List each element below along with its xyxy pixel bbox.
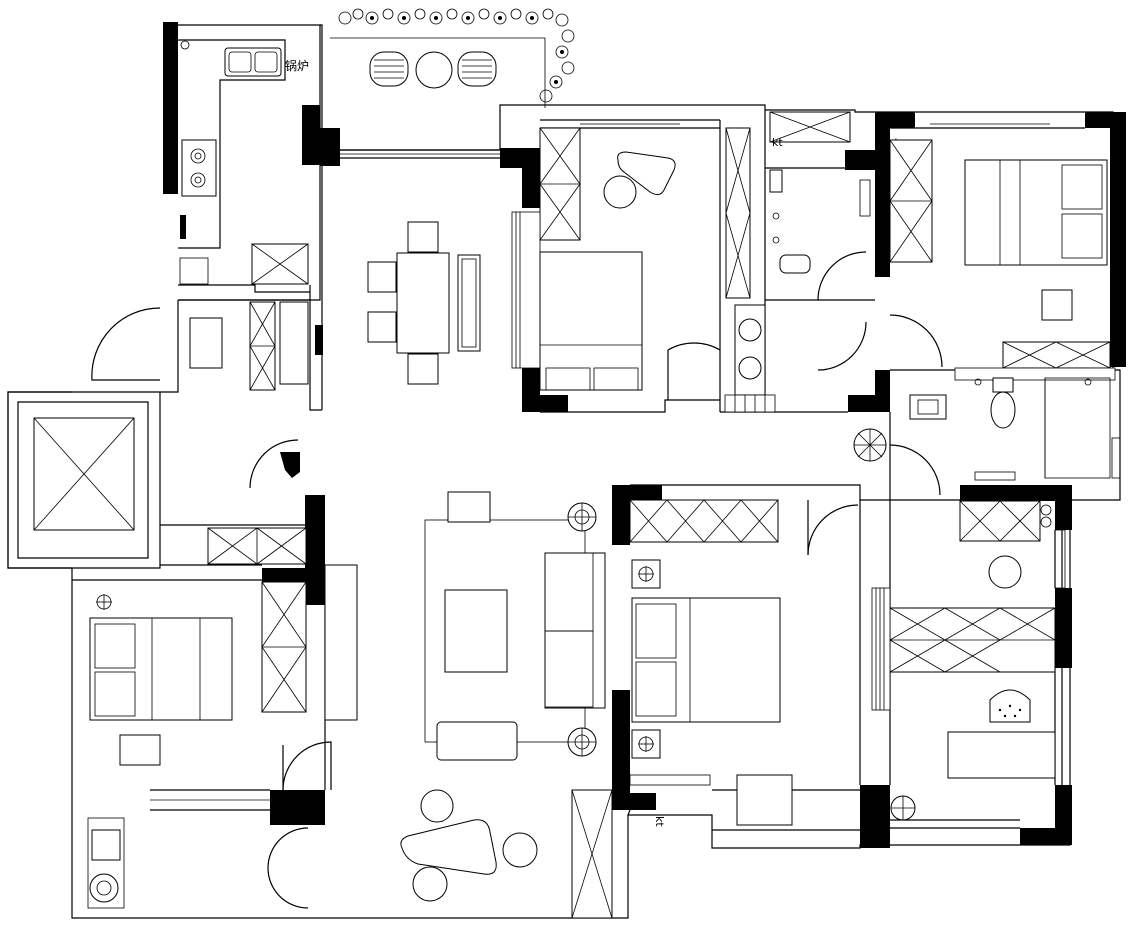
bed-tc bbox=[539, 251, 643, 391]
foyer-bench bbox=[189, 317, 223, 369]
long-cabinet-br bbox=[889, 607, 1056, 673]
sink-1 bbox=[738, 318, 762, 342]
bathroom-top: kt kt bbox=[724, 111, 899, 413]
interior-lines bbox=[72, 110, 1110, 831]
balcony-chair-right bbox=[457, 51, 497, 87]
armchair-br bbox=[989, 689, 1031, 723]
ottoman bbox=[436, 721, 518, 761]
balcony-plants bbox=[330, 8, 575, 108]
wardrobe-tc-right bbox=[725, 127, 751, 299]
wardrobe-master bbox=[889, 139, 933, 263]
balcony-round-table bbox=[415, 51, 453, 89]
kitchen: 锅炉 bbox=[178, 39, 309, 285]
sofa bbox=[544, 552, 606, 709]
tv-unit bbox=[324, 564, 358, 721]
nightstand-lamp-left bbox=[96, 594, 112, 610]
master-sink bbox=[909, 394, 947, 420]
washing-machine bbox=[89, 873, 119, 903]
dining-table bbox=[396, 252, 450, 354]
tea-area bbox=[400, 789, 613, 919]
master-toilet bbox=[990, 377, 1016, 429]
bed-bc bbox=[631, 597, 781, 723]
wardrobe-left bbox=[261, 581, 307, 713]
balcony-chair-left bbox=[369, 51, 409, 87]
sideboard bbox=[457, 254, 481, 352]
nightstand-bc-top bbox=[631, 559, 661, 589]
study-room bbox=[871, 500, 1066, 821]
triangle-table bbox=[400, 819, 497, 875]
shower bbox=[1044, 377, 1111, 479]
kt-label-1: kt bbox=[772, 136, 783, 149]
boiler-label: 锅炉 bbox=[285, 58, 309, 73]
entry-door[interactable] bbox=[91, 307, 161, 381]
wardrobe-tc bbox=[539, 127, 581, 241]
nightstand-bc-bottom bbox=[631, 729, 661, 759]
sink-2 bbox=[738, 356, 762, 380]
kt-label-3: kt bbox=[653, 816, 666, 827]
bed-left bbox=[89, 617, 233, 721]
desk-br bbox=[947, 731, 1056, 779]
lamp-br bbox=[890, 795, 916, 821]
toilet-top bbox=[779, 254, 811, 274]
corridor-cabinet bbox=[207, 527, 307, 565]
armchair-top bbox=[447, 491, 491, 523]
bedroom-left bbox=[89, 581, 332, 791]
wardrobe-br bbox=[959, 500, 1041, 542]
floor-lamp-top bbox=[567, 502, 597, 532]
dining-area bbox=[367, 221, 481, 385]
master-bedroom bbox=[889, 139, 1111, 369]
outer-outline bbox=[7, 24, 1121, 919]
desk-tc bbox=[617, 151, 676, 196]
master-bathroom bbox=[853, 367, 1121, 496]
wardrobe-bc bbox=[629, 499, 779, 543]
living-area bbox=[324, 491, 606, 761]
walls bbox=[163, 22, 1126, 848]
floor-lamp-bottom bbox=[567, 727, 597, 757]
bedroom-bottom-center: kt bbox=[629, 499, 859, 827]
foyer-cabinet bbox=[249, 301, 276, 391]
stove bbox=[181, 139, 217, 197]
coffee-table bbox=[444, 589, 508, 673]
laundry bbox=[87, 817, 309, 909]
bed-master bbox=[964, 159, 1108, 266]
foyer bbox=[91, 301, 309, 489]
bedroom-top-center bbox=[511, 127, 751, 400]
kitchen-sink bbox=[224, 47, 282, 77]
elevator bbox=[33, 417, 135, 531]
